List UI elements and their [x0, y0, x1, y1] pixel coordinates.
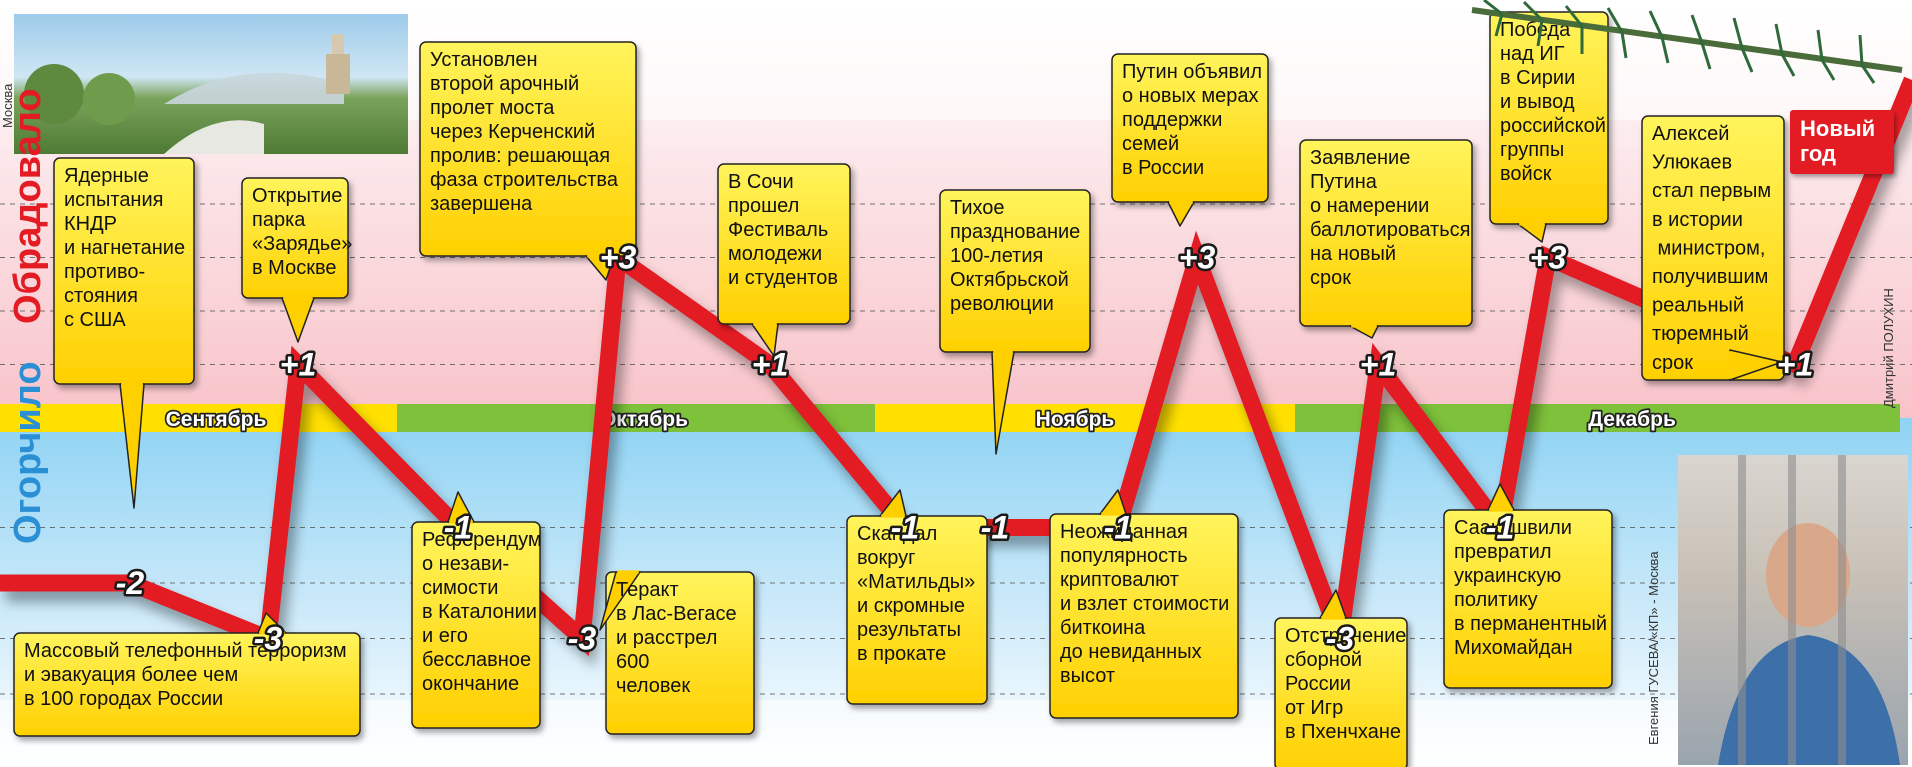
y-axis-negative-label: Огорчило [2, 361, 54, 544]
value-label: -1 [981, 510, 1009, 546]
callout-box [605, 571, 755, 735]
photo-credit: Евгения ГУСЕВА/«КП» - Москва [1646, 551, 1661, 745]
value-label: -1 [1486, 510, 1514, 546]
value-label: +3 [600, 240, 637, 276]
callout-box [1641, 115, 1785, 381]
value-label: +3 [1179, 240, 1216, 276]
callout-box [1489, 11, 1609, 225]
ulyukaev-photo [1678, 455, 1908, 765]
y-axis-positive-label: Обрадовало [2, 88, 54, 324]
author-credit: Дмитрий ПОЛУХИН [1881, 288, 1896, 408]
fir-branch-shapes [1471, 0, 1903, 84]
value-label: -1 [444, 510, 472, 546]
value-label: +1 [280, 347, 316, 383]
callout-box [1049, 513, 1239, 719]
value-label: -3 [568, 621, 597, 657]
value-label: -3 [1326, 621, 1355, 657]
callout-box [1443, 509, 1613, 689]
value-label: -3 [254, 621, 283, 657]
zaryadye-photo-shapes [24, 34, 350, 154]
new-year-label: Новый год [1790, 110, 1894, 174]
month-label: Сентябрь [166, 408, 267, 431]
ulyukaev-photo-shapes [1718, 455, 1900, 765]
photo-city-credit: Москва [0, 83, 15, 128]
fir-branch-image [1462, 0, 1912, 90]
value-label: +1 [1360, 347, 1396, 383]
value-label: -2 [116, 565, 145, 601]
zaryadye-park-photo [14, 14, 408, 154]
month-segment [1295, 404, 1900, 432]
value-label: +1 [752, 347, 788, 383]
callout-box [846, 515, 988, 705]
value-label: -1 [1104, 510, 1132, 546]
month-label: Ноябрь [1036, 408, 1115, 431]
value-label: -1 [891, 510, 919, 546]
callout-box [419, 41, 637, 257]
month-segment [875, 404, 1295, 432]
callout-box [13, 632, 361, 737]
value-label: +1 [1777, 347, 1813, 383]
callout-box [717, 163, 851, 325]
callout-box [939, 189, 1091, 353]
callout-box [1299, 139, 1473, 327]
value-labels: -2 -3 +1 -1 -3 +3 +1 -1 -1 -1 +3 -3 +1 -1 +3 +1 [113, 237, 1815, 659]
callout-box [411, 521, 541, 729]
month-label: Декабрь [1588, 408, 1676, 431]
value-label: +3 [1530, 240, 1567, 276]
